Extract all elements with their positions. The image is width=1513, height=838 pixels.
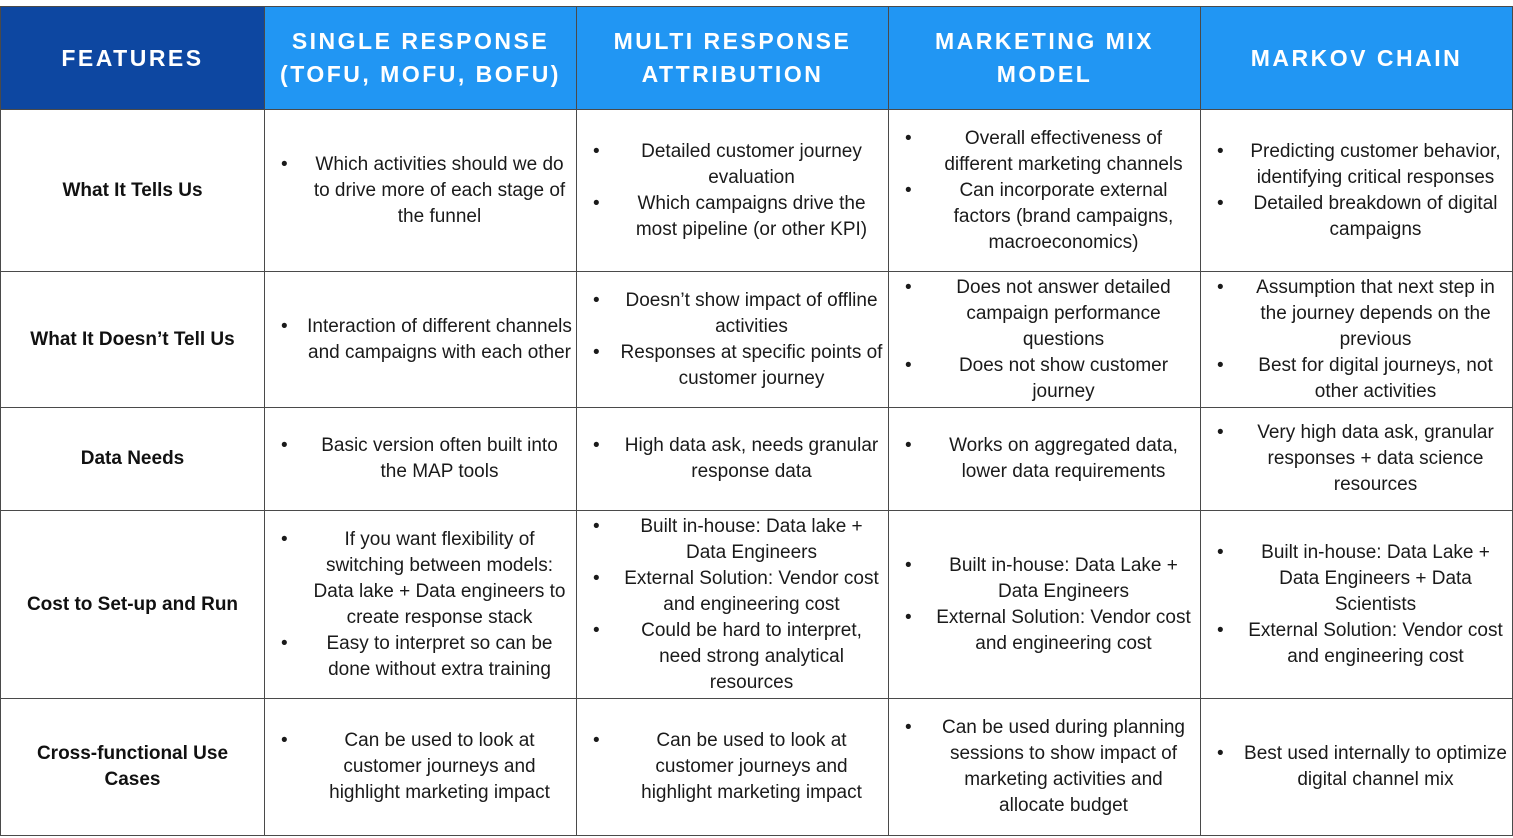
cell-markov-chain: Best used internally to optimize digital…: [1200, 698, 1513, 836]
bullet-item: Does not answer detailed campaign perfor…: [899, 275, 1196, 353]
bullet-item: Built in-house: Data lake + Data Enginee…: [587, 514, 884, 566]
bullet-list: Can be used to look at customer journeys…: [265, 728, 576, 806]
header-single-response: SINGLE RESPONSE (TOFU, MOFU, BOFU): [264, 6, 577, 110]
feature-label: What It Doesn’t Tell Us: [0, 271, 265, 408]
bullet-item: Does not show customer journey: [899, 353, 1196, 405]
bullet-list: Can be used during planning sessions to …: [889, 715, 1200, 819]
header-row: FEATURES SINGLE RESPONSE (TOFU, MOFU, BO…: [0, 6, 1513, 110]
bullet-item: Predicting customer behavior, identifyin…: [1211, 139, 1508, 191]
bullet-item: Overall effectiveness of different marke…: [899, 126, 1196, 178]
header-features: FEATURES: [0, 6, 265, 110]
bullet-item: Doesn’t show impact of offline activitie…: [587, 288, 884, 340]
bullet-item: External Solution: Vendor cost and engin…: [587, 566, 884, 618]
bullet-list: Built in-house: Data lake + Data Enginee…: [577, 514, 888, 696]
bullet-item: Built in-house: Data Lake + Data Enginee…: [1211, 540, 1508, 618]
feature-label: What It Tells Us: [0, 109, 265, 272]
bullet-list: Doesn’t show impact of offline activitie…: [577, 288, 888, 392]
bullet-item: Which campaigns drive the most pipeline …: [587, 191, 884, 243]
bullet-item: Can be used to look at customer journeys…: [587, 728, 884, 806]
bullet-list: Interaction of different channels and ca…: [265, 314, 576, 366]
bullet-list: Overall effectiveness of different marke…: [889, 126, 1200, 256]
bullet-item: Built in-house: Data Lake + Data Enginee…: [899, 553, 1196, 605]
bullet-item: Can be used during planning sessions to …: [899, 715, 1196, 819]
cell-markov-chain: Assumption that next step in the journey…: [1200, 271, 1513, 408]
cell-marketing-mix: Built in-house: Data Lake + Data Enginee…: [888, 510, 1201, 699]
bullet-list: Can be used to look at customer journeys…: [577, 728, 888, 806]
bullet-list: Best used internally to optimize digital…: [1201, 741, 1512, 793]
row-cost-to-set-up-and-run: Cost to Set-up and Run If you want flexi…: [0, 510, 1513, 699]
cell-single-response: Interaction of different channels and ca…: [264, 271, 577, 408]
bullet-item: Detailed breakdown of digital campaigns: [1211, 191, 1508, 243]
cell-multi-response: High data ask, needs granular response d…: [576, 407, 889, 511]
feature-label: Cross-functional Use Cases: [0, 698, 265, 836]
bullet-item: Best used internally to optimize digital…: [1211, 741, 1508, 793]
bullet-item: Best for digital journeys, not other act…: [1211, 353, 1508, 405]
bullet-list: Very high data ask, granular responses +…: [1201, 420, 1512, 498]
bullet-item: Basic version often built into the MAP t…: [275, 433, 572, 485]
bullet-item: Detailed customer journey evaluation: [587, 139, 884, 191]
row-what-it-doesnt-tell-us: What It Doesn’t Tell Us Interaction of d…: [0, 271, 1513, 408]
bullet-list: Basic version often built into the MAP t…: [265, 433, 576, 485]
bullet-list: Detailed customer journey evaluationWhic…: [577, 139, 888, 243]
cell-single-response: Which activities should we do to drive m…: [264, 109, 577, 272]
bullet-item: External Solution: Vendor cost and engin…: [1211, 618, 1508, 670]
bullet-item: Can incorporate external factors (brand …: [899, 178, 1196, 256]
cell-multi-response: Doesn’t show impact of offline activitie…: [576, 271, 889, 408]
bullet-item: If you want flexibility of switching bet…: [275, 527, 572, 631]
bullet-list: Which activities should we do to drive m…: [265, 152, 576, 230]
feature-label: Data Needs: [0, 407, 265, 511]
cell-multi-response: Built in-house: Data lake + Data Enginee…: [576, 510, 889, 699]
header-marketing-mix-model: MARKETING MIX MODEL: [888, 6, 1201, 110]
bullet-list: Works on aggregated data, lower data req…: [889, 433, 1200, 485]
cell-single-response: If you want flexibility of switching bet…: [264, 510, 577, 699]
bullet-item: Interaction of different channels and ca…: [275, 314, 572, 366]
bullet-item: Easy to interpret so can be done without…: [275, 631, 572, 683]
bullet-item: Assumption that next step in the journey…: [1211, 275, 1508, 353]
bullet-list: If you want flexibility of switching bet…: [265, 527, 576, 683]
cell-marketing-mix: Overall effectiveness of different marke…: [888, 109, 1201, 272]
cell-single-response: Can be used to look at customer journeys…: [264, 698, 577, 836]
cell-markov-chain: Built in-house: Data Lake + Data Enginee…: [1200, 510, 1513, 699]
bullet-item: High data ask, needs granular response d…: [587, 433, 884, 485]
row-data-needs: Data Needs Basic version often built int…: [0, 407, 1513, 511]
cell-marketing-mix: Works on aggregated data, lower data req…: [888, 407, 1201, 511]
header-markov-chain: MARKOV CHAIN: [1200, 6, 1513, 110]
cell-marketing-mix: Does not answer detailed campaign perfor…: [888, 271, 1201, 408]
cell-single-response: Basic version often built into the MAP t…: [264, 407, 577, 511]
bullet-item: Which activities should we do to drive m…: [275, 152, 572, 230]
cell-marketing-mix: Can be used during planning sessions to …: [888, 698, 1201, 836]
bullet-list: Built in-house: Data Lake + Data Enginee…: [1201, 540, 1512, 670]
cell-markov-chain: Very high data ask, granular responses +…: [1200, 407, 1513, 511]
comparison-table: FEATURES SINGLE RESPONSE (TOFU, MOFU, BO…: [0, 6, 1513, 836]
bullet-item: Can be used to look at customer journeys…: [275, 728, 572, 806]
header-multi-response-attribution: MULTI RESPONSE ATTRIBUTION: [576, 6, 889, 110]
bullet-item: Very high data ask, granular responses +…: [1211, 420, 1508, 498]
bullet-item: External Solution: Vendor cost and engin…: [899, 605, 1196, 657]
bullet-list: High data ask, needs granular response d…: [577, 433, 888, 485]
row-what-it-tells-us: What It Tells Us Which activities should…: [0, 109, 1513, 272]
bullet-item: Works on aggregated data, lower data req…: [899, 433, 1196, 485]
bullet-list: Does not answer detailed campaign perfor…: [889, 275, 1200, 405]
cell-multi-response: Detailed customer journey evaluationWhic…: [576, 109, 889, 272]
bullet-list: Built in-house: Data Lake + Data Enginee…: [889, 553, 1200, 657]
row-cross-functional-use-cases: Cross-functional Use Cases Can be used t…: [0, 698, 1513, 836]
cell-multi-response: Can be used to look at customer journeys…: [576, 698, 889, 836]
bullet-list: Predicting customer behavior, identifyin…: [1201, 139, 1512, 243]
feature-label: Cost to Set-up and Run: [0, 510, 265, 699]
bullet-list: Assumption that next step in the journey…: [1201, 275, 1512, 405]
bullet-item: Responses at specific points of customer…: [587, 340, 884, 392]
bullet-item: Could be hard to interpret, need strong …: [587, 618, 884, 696]
cell-markov-chain: Predicting customer behavior, identifyin…: [1200, 109, 1513, 272]
